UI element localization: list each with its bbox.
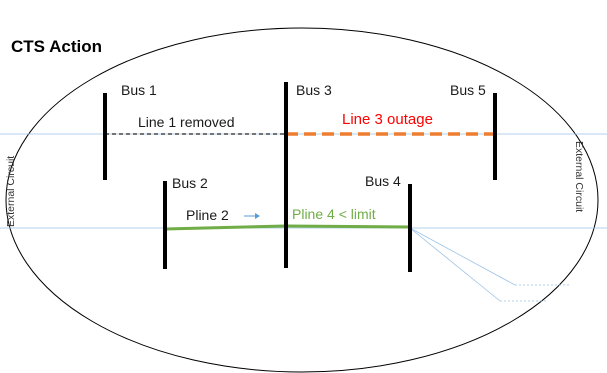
bus-5-label: Bus 5: [450, 82, 486, 98]
pline-2-line: [164, 224, 287, 231]
line-3-outage-label: Line 3 outage: [342, 111, 433, 128]
line-1-removed-label: Line 1 removed: [138, 114, 235, 130]
bus-1-label: Bus 1: [121, 82, 157, 98]
diagram-title: CTS Action: [11, 37, 102, 56]
external-branch-1: [409, 227, 516, 286]
external-branch-2: [409, 227, 501, 302]
pline-4-label: Pline 4 < limit: [292, 206, 376, 222]
bus-3-label: Bus 3: [296, 82, 332, 98]
pline-2-label: Pline 2: [186, 207, 229, 223]
external-circuit-left-label: External Circuit: [5, 156, 17, 227]
external-circuit-right-label: External Circuit: [573, 141, 585, 212]
bus-4-label: Bus 4: [365, 173, 401, 189]
bus-2-label: Bus 2: [172, 175, 208, 191]
right-arrow-icon: [244, 213, 260, 219]
pline-4-line: [285, 224, 411, 229]
system-boundary-ellipse: [5, 27, 599, 373]
